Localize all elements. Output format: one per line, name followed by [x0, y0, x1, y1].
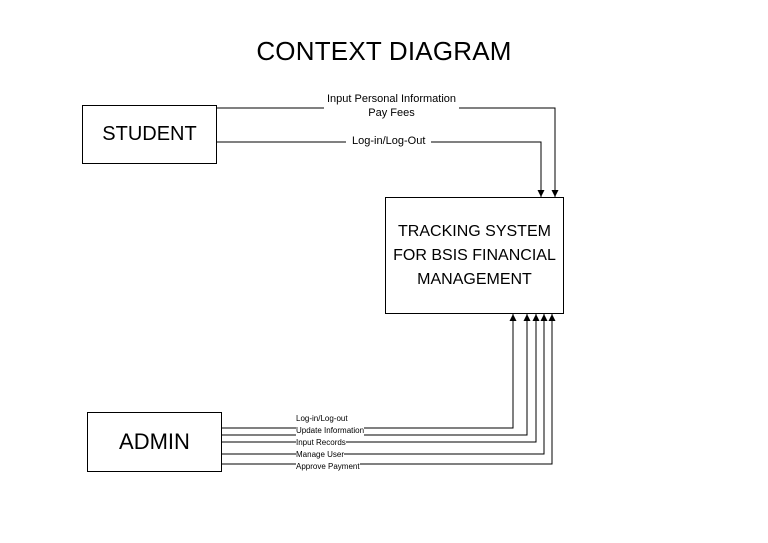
flow-label-pay-fees: Pay Fees	[368, 107, 415, 119]
flow-line-admin-users	[222, 314, 548, 455]
flow-label-input-personal-information: Input Personal Information	[327, 93, 457, 105]
flow-label-student-info: Input Personal Information Pay Fees	[324, 92, 460, 120]
flow-label-student-login: Log-in/Log-Out	[346, 134, 432, 148]
student-entity-label: STUDENT	[102, 123, 197, 145]
flow-line-student-login	[217, 141, 545, 197]
system-process-label: TRACKING SYSTEM FOR BSIS FINANCIAL MANAG…	[393, 220, 556, 292]
flow-label-admin-update: Update Information	[296, 425, 365, 436]
flow-line-student-info	[217, 107, 559, 197]
system-process-line: TRACKING SYSTEM	[398, 222, 551, 240]
flow-line-admin-login	[222, 314, 517, 429]
flow-line-admin-update	[222, 314, 531, 436]
system-process: TRACKING SYSTEM FOR BSIS FINANCIAL MANAG…	[385, 197, 564, 314]
student-entity: STUDENT	[82, 105, 217, 164]
admin-entity-label: ADMIN	[119, 429, 190, 454]
flow-label-admin-records: Input Records	[296, 437, 346, 448]
admin-entity: ADMIN	[87, 412, 222, 472]
flow-label-admin-login: Log-in/Log-out	[296, 413, 348, 424]
flow-label-admin-users: Manage User	[296, 449, 345, 460]
diagram-title: CONTEXT DIAGRAM	[256, 36, 512, 66]
flow-line-admin-records	[222, 314, 540, 443]
system-process-line: MANAGEMENT	[417, 270, 532, 288]
system-process-line: FOR BSIS FINANCIAL	[393, 246, 556, 264]
flow-label-admin-payment: Approve Payment	[296, 461, 360, 472]
